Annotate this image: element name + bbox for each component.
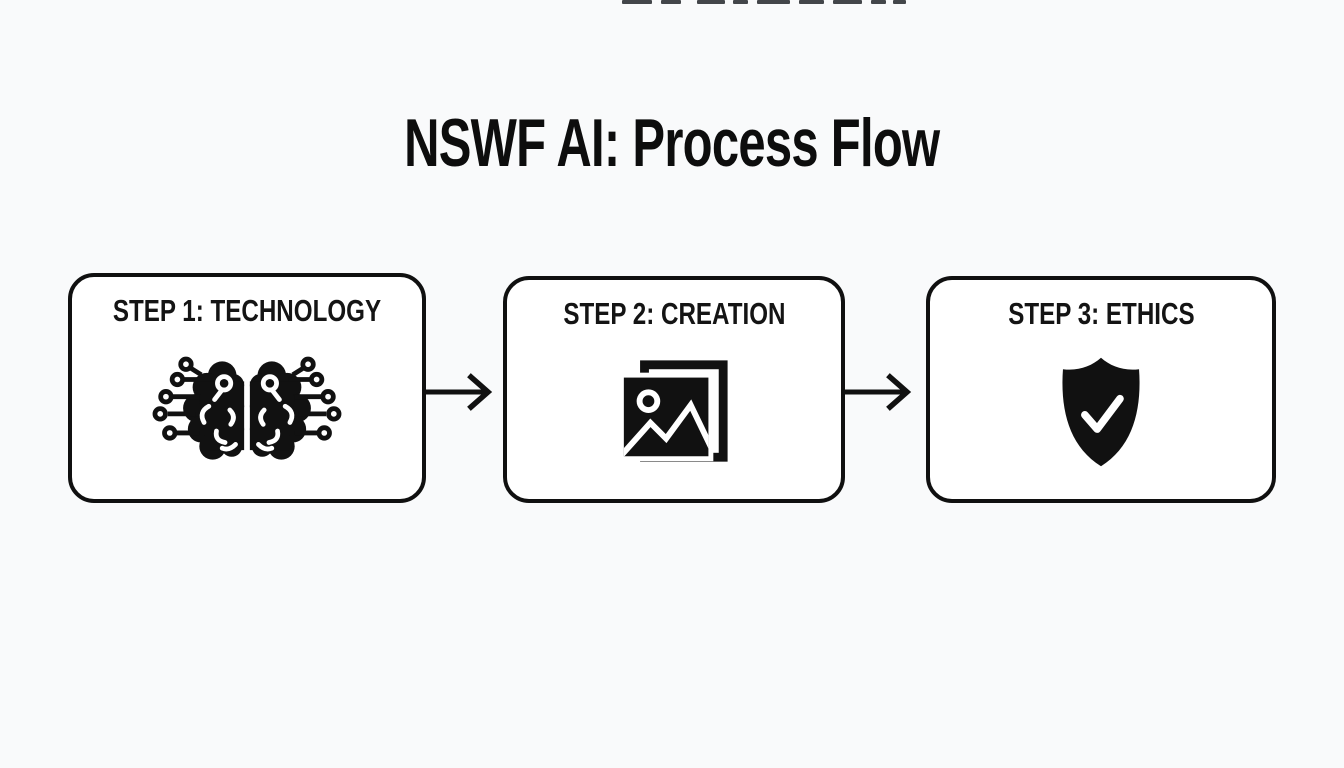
cropped-text-artifact xyxy=(0,0,1344,4)
step-3-label-text: STEP 3: ETHICS xyxy=(1007,296,1195,331)
step-3-label: STEP 3: ETHICS xyxy=(982,296,1221,332)
step-1-label-text: STEP 1: TECHNOLOGY xyxy=(112,293,382,328)
flow-arrow-icon xyxy=(424,368,506,416)
step-2-label-text: STEP 2: CREATION xyxy=(562,296,786,331)
shield-check-icon xyxy=(930,332,1272,499)
circuit-brain-icon xyxy=(72,329,422,499)
flow-arrow-icon xyxy=(843,368,925,416)
page-title-text: NSWF AI: Process Flow xyxy=(404,104,940,181)
page-title: NSWF AI: Process Flow xyxy=(0,104,1344,181)
step-card-ethics: STEP 3: ETHICS xyxy=(926,276,1276,503)
image-stack-icon xyxy=(507,332,841,499)
step-1-label: STEP 1: TECHNOLOGY xyxy=(75,293,419,329)
step-2-label: STEP 2: CREATION xyxy=(532,296,817,332)
step-card-creation: STEP 2: CREATION xyxy=(503,276,845,503)
step-card-technology: STEP 1: TECHNOLOGY xyxy=(68,273,426,503)
